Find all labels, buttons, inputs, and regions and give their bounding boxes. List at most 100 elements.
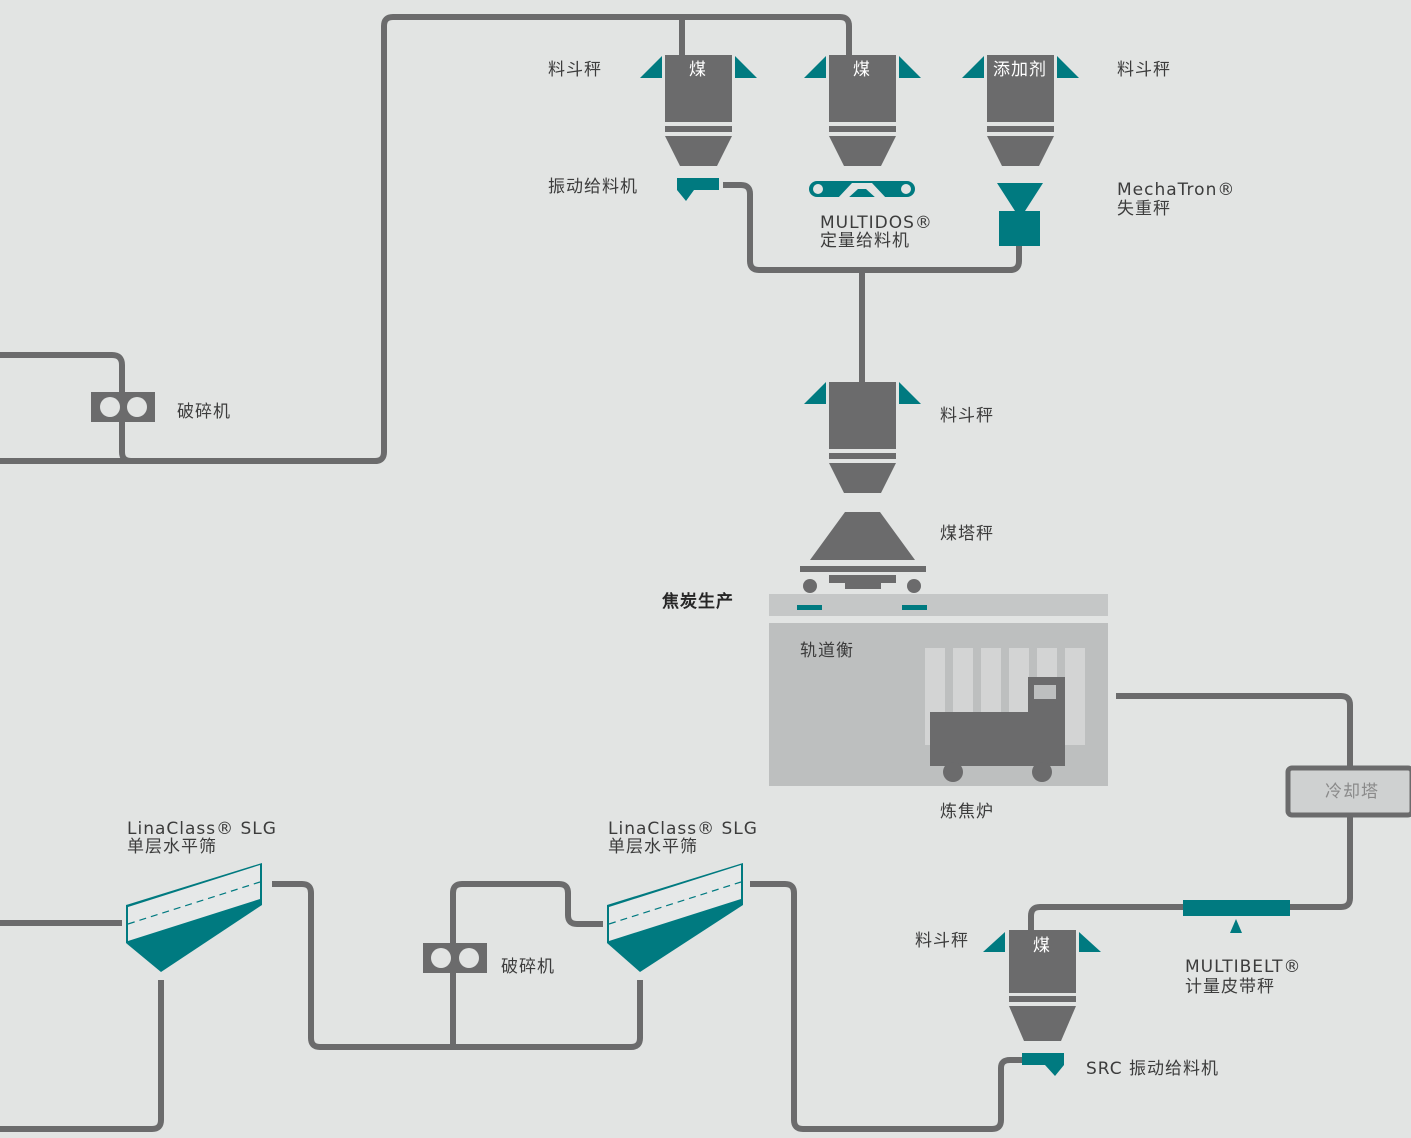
truck-bed: [930, 712, 1030, 766]
pipe-cooling-to-belt: [1028, 815, 1353, 935]
screen-body-light: [128, 865, 260, 941]
coke-oven-label: 炼焦炉: [940, 802, 994, 822]
scale-flag-left-icon: [640, 56, 662, 78]
crusher-roll-left-icon: [100, 397, 120, 417]
hopper-body: [829, 382, 896, 449]
scale-flag-right-icon: [1079, 932, 1101, 952]
rail-sensor-left: [797, 605, 822, 610]
hopper-label-coal-2: 煤: [853, 60, 871, 80]
conveyor-lines: [0, 14, 1353, 1132]
pipe-screen1-to-crusher: [272, 881, 643, 1050]
pipe-screen2-to-src: [750, 881, 1022, 1132]
multibelt-label-line1: MULTIBELT®: [1185, 957, 1302, 977]
hopper-label-coal-1: 煤: [689, 60, 707, 80]
hopper-cone: [829, 463, 896, 493]
hopper-scale-label-top-right: 料斗秤: [1117, 60, 1171, 80]
multidos-feeder: [809, 181, 915, 199]
mechatron-label-line1: MechaTron®: [1117, 180, 1235, 200]
hopper-band: [829, 453, 896, 459]
screen-1-label-line1: LinaClass® SLG: [127, 819, 277, 839]
scale-flag-left-icon: [962, 56, 984, 78]
crusher-top: [91, 392, 155, 422]
truck-wheel-left-icon: [943, 762, 963, 782]
hopper-body: [987, 55, 1054, 122]
hopper-band: [987, 126, 1054, 132]
hopper-additive: [962, 55, 1079, 166]
linaclass-screen-1: [126, 863, 262, 972]
hopper-mid: [804, 382, 921, 493]
hopper-band: [1009, 996, 1076, 1002]
cooling-tower-box: [1285, 765, 1411, 818]
multidos-label-line2: 定量给料机: [820, 231, 910, 251]
rail-sensor-right: [902, 605, 927, 610]
mechatron-feeder: [997, 183, 1043, 246]
screen-2-label-line2: 单层水平筛: [608, 837, 698, 857]
hopper-cone: [987, 136, 1054, 166]
hopper-label-coal-bottom: 煤: [1033, 936, 1051, 956]
crusher-top-label: 破碎机: [177, 402, 231, 422]
pipe-screen1-down: [0, 980, 164, 1132]
crusher-bottom-label: 破碎机: [501, 957, 555, 977]
cooling-tower: [1285, 765, 1411, 818]
hopper-cone: [829, 136, 896, 166]
scale-flag-right-icon: [735, 56, 757, 78]
hopper-bottom: [983, 930, 1101, 1041]
screen-2-label-line1: LinaClass® SLG: [608, 819, 758, 839]
rail-strip: [769, 594, 1108, 616]
wheel-right-icon: [907, 579, 921, 593]
truck-wheel-right-icon: [1032, 762, 1052, 782]
coal-tower-cell: [845, 583, 881, 589]
coal-tower-scale-label: 煤塔秤: [940, 524, 994, 544]
hopper-body: [665, 55, 732, 122]
multidos-gate-icon: [837, 183, 887, 199]
multibelt-support-icon: [1230, 919, 1242, 933]
truck-window: [1034, 685, 1056, 699]
mechatron-label-line2: 失重秤: [1117, 199, 1171, 219]
hopper-body: [1009, 930, 1076, 993]
vibratory-feeder: [677, 178, 719, 201]
scale-flag-left-icon: [983, 932, 1005, 952]
coal-tower-beam: [800, 566, 926, 572]
cooling-tower-label: 冷却塔: [1325, 782, 1379, 802]
coke-production-label: 焦炭生产: [661, 591, 734, 612]
src-feeder-label: SRC 振动给料机: [1086, 1059, 1219, 1079]
hopper-band: [665, 126, 732, 132]
wheel-left-icon: [803, 579, 817, 593]
crusher-roll-right-icon: [127, 397, 147, 417]
pipe-crusher-top-loop: [0, 14, 852, 464]
hopper-scale-label-top-left: 料斗秤: [548, 60, 602, 80]
coke-oven-panel: [769, 594, 1108, 786]
coal-tower-scale: [800, 512, 926, 593]
multidos-label-line1: MULTIDOS®: [820, 213, 933, 233]
scale-flag-right-icon: [899, 382, 921, 404]
rail-scale-label: 轨道衡: [800, 641, 854, 661]
hopper-cone: [665, 136, 732, 166]
multidos-roller-left-icon: [813, 184, 823, 194]
scale-flag-right-icon: [1057, 56, 1079, 78]
hopper-cone: [1009, 1006, 1076, 1041]
vibratory-feeder-icon: [677, 178, 719, 201]
src-feeder: [1022, 1053, 1064, 1076]
src-feeder-icon: [1022, 1053, 1064, 1076]
oven-column: [1065, 648, 1085, 745]
crusher-bottom: [423, 943, 487, 973]
pipe-feeders-collect: [723, 182, 1022, 273]
pipe-crusher-loop: [450, 881, 603, 1047]
hopper-coal-2: [804, 55, 921, 166]
pipe-oven-to-cooling: [1116, 693, 1353, 768]
mechatron-body: [999, 211, 1040, 246]
scale-flag-left-icon: [804, 56, 826, 78]
crusher-roll-right-icon: [459, 948, 479, 968]
multidos-roller-right-icon: [901, 184, 911, 194]
vibratory-feeder-label: 振动给料机: [548, 177, 638, 197]
hopper-band: [829, 126, 896, 132]
hopper-label-additive: 添加剂: [993, 60, 1047, 80]
hopper-body: [829, 55, 896, 122]
hopper-coal-1: [640, 55, 757, 166]
scale-flag-right-icon: [899, 56, 921, 78]
hopper-scale-label-mid: 料斗秤: [940, 406, 994, 426]
crusher-roll-left-icon: [431, 948, 451, 968]
hopper-scale-label-bottom: 料斗秤: [915, 931, 969, 951]
